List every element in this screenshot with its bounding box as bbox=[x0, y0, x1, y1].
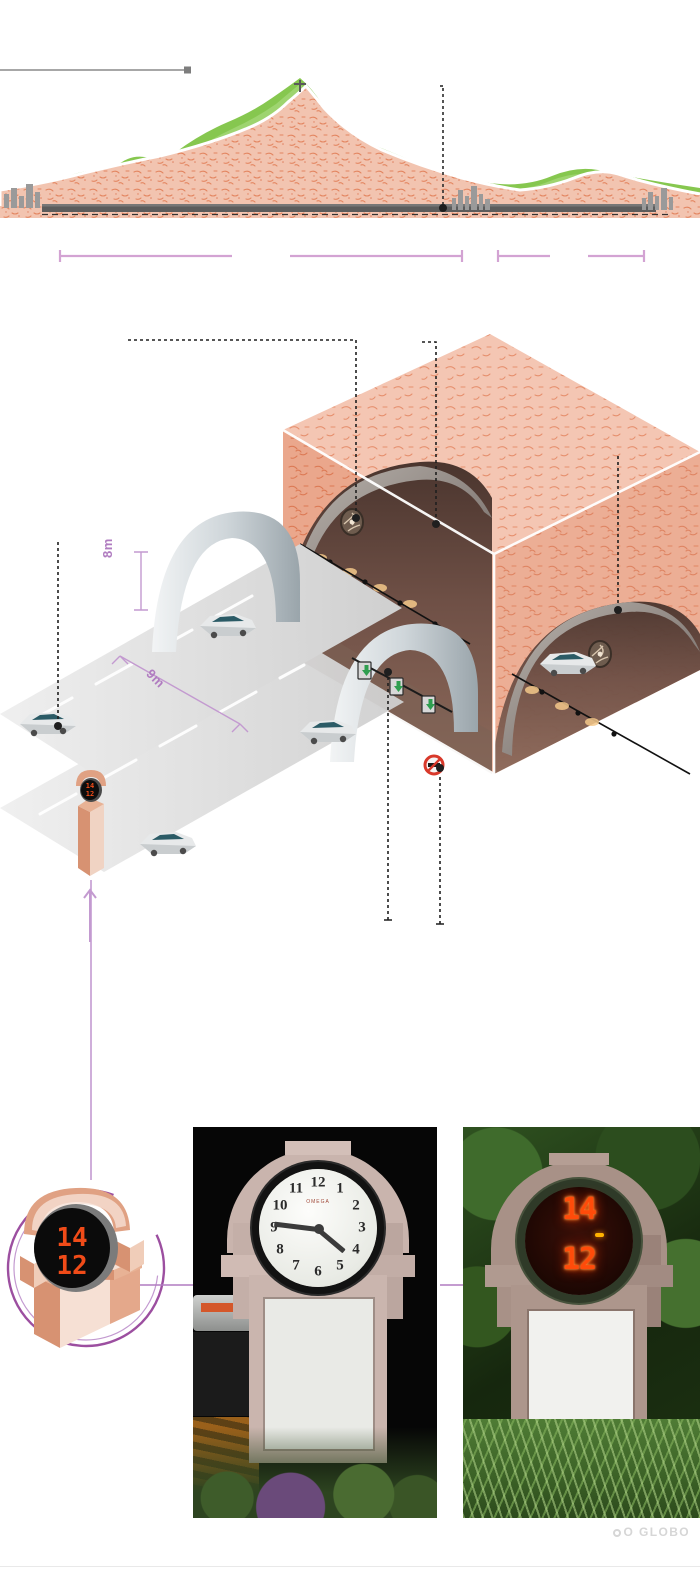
tunnel-portal-right bbox=[330, 623, 478, 762]
tunnel-horizontal-bore bbox=[42, 204, 668, 216]
digital-digits-top: 14 bbox=[561, 1192, 597, 1227]
globo-dot-logo bbox=[612, 1529, 621, 1537]
clock-monument-left-bracket bbox=[485, 1265, 535, 1287]
christ-the-redeemer-statue bbox=[294, 80, 306, 92]
clock-numeral: 8 bbox=[276, 1241, 284, 1258]
clock-monument-cap bbox=[285, 1141, 351, 1155]
background-pipe-stripe bbox=[201, 1303, 255, 1312]
clock-brand-mark: OMEGA bbox=[306, 1199, 330, 1205]
svg-text:12: 12 bbox=[86, 790, 94, 798]
clock-numeral: 6 bbox=[314, 1263, 322, 1280]
digital-separator bbox=[595, 1233, 604, 1237]
city-buildings-left bbox=[4, 184, 40, 208]
roadway-upper bbox=[0, 544, 402, 778]
clock-numeral: 5 bbox=[336, 1257, 344, 1274]
cars-on-roadway bbox=[20, 614, 596, 857]
svg-text:14: 14 bbox=[86, 782, 94, 790]
photo-analog-clock-before: 12 1 2 3 4 5 6 7 8 9 10 11 OMEGA bbox=[193, 1127, 437, 1518]
square-marker bbox=[184, 66, 191, 74]
digital-digits-bottom: 12 bbox=[561, 1242, 597, 1277]
city-buildings-middle bbox=[452, 186, 490, 210]
clock-numeral: 3 bbox=[358, 1219, 366, 1236]
tunnel-portal-left bbox=[152, 511, 300, 652]
tunnel-tube-right bbox=[494, 601, 700, 775]
globo-wordmark: O GLOBO bbox=[623, 1525, 690, 1539]
green-down-arrow-signal bbox=[362, 665, 435, 710]
clock-monument-right-bracket bbox=[363, 1255, 415, 1277]
clock-pillar-illustration: 14 12 bbox=[20, 1187, 144, 1348]
globo-credit: O GLOBO bbox=[0, 1525, 700, 1539]
footer-divider bbox=[0, 1566, 700, 1567]
clock-monument-cap bbox=[549, 1153, 609, 1165]
clock-pillar-callout: 14 12 bbox=[0, 1168, 190, 1368]
clock-pillar-pointer bbox=[83, 888, 97, 942]
tunnel-ceiling-lights-right bbox=[511, 673, 691, 775]
tunnel-isometric-cutaway: 14 12 bbox=[0, 322, 700, 1022]
rock-top-face bbox=[283, 334, 700, 554]
analog-clock-face: 12 1 2 3 4 5 6 7 8 9 10 11 OMEGA bbox=[259, 1169, 377, 1287]
header-rule bbox=[0, 65, 200, 75]
city-buildings-right bbox=[642, 188, 673, 210]
callout-digits-bottom: 12 bbox=[56, 1251, 87, 1281]
foreground-vegetation bbox=[193, 1427, 437, 1518]
leader-endpoints bbox=[54, 514, 622, 772]
clock-numeral: 9 bbox=[270, 1219, 278, 1236]
clock-monument-left-bracket bbox=[221, 1255, 273, 1277]
clock-numeral: 1 bbox=[336, 1180, 344, 1197]
clock-monument-right-bracket bbox=[623, 1265, 673, 1287]
callout-digits-top: 14 bbox=[56, 1223, 87, 1253]
clock-numeral: 11 bbox=[288, 1180, 304, 1197]
shaft-access-point bbox=[439, 85, 447, 212]
ventilation-fan-right bbox=[588, 640, 612, 668]
distance-scale-bars bbox=[0, 246, 700, 266]
rock-outline bbox=[0, 83, 700, 206]
clock-numeral: 10 bbox=[272, 1197, 288, 1214]
leader-lines bbox=[57, 339, 619, 924]
digital-clock-display: 14 12 bbox=[525, 1187, 633, 1295]
mountain-cross-section bbox=[0, 78, 700, 258]
clock-numeral: 4 bbox=[352, 1241, 360, 1258]
pillar-to-callout-line bbox=[88, 880, 94, 1180]
ventilation-fan-left bbox=[340, 508, 364, 536]
clock-minute-hand bbox=[274, 1221, 319, 1232]
photo-digital-clock-after: 14 12 bbox=[463, 1127, 700, 1518]
clock-numeral: 7 bbox=[292, 1257, 300, 1274]
clock-numeral: 2 bbox=[352, 1197, 360, 1214]
clock-monument-plaque bbox=[263, 1297, 375, 1451]
dimension-label-height: 8m bbox=[100, 538, 115, 558]
clock-numeral: 12 bbox=[310, 1174, 326, 1191]
foreground-grass bbox=[463, 1419, 700, 1518]
dimension-height-8m bbox=[134, 551, 148, 611]
clock-pillar: 14 12 bbox=[76, 770, 106, 876]
dimension-width-9m bbox=[111, 655, 249, 733]
clock-center-pin bbox=[314, 1224, 324, 1234]
